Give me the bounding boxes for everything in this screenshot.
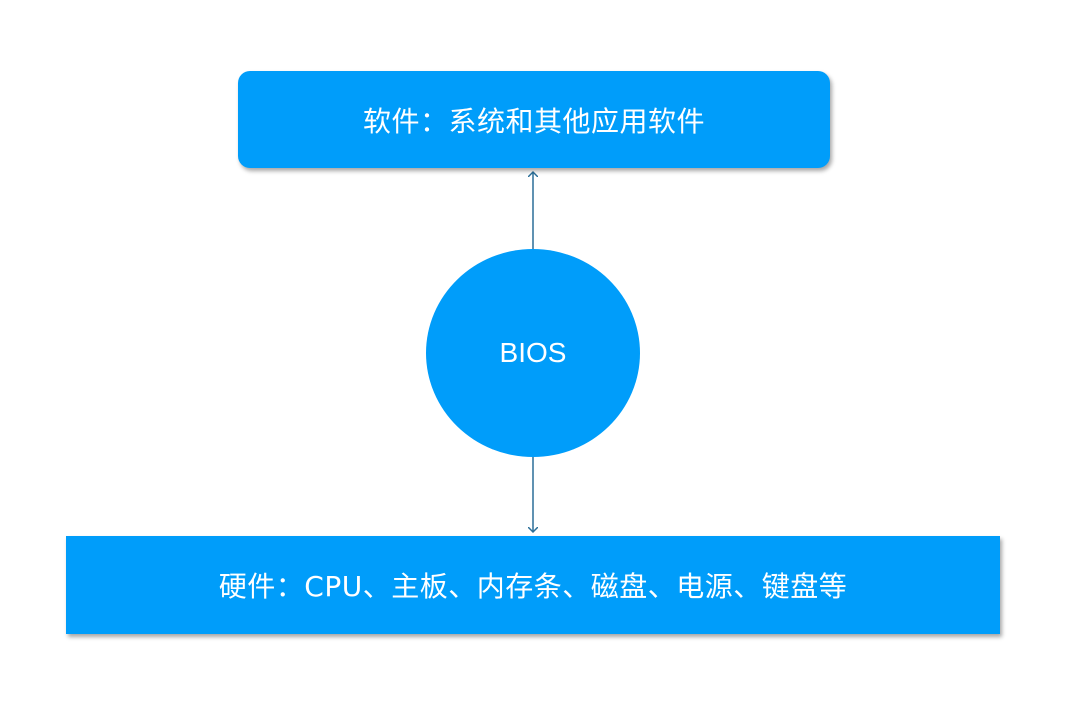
software-box: 软件：系统和其他应用软件	[238, 71, 830, 168]
bios-label: BIOS	[499, 337, 567, 368]
bios-node: BIOS	[426, 249, 640, 457]
software-label: 软件：系统和其他应用软件	[362, 104, 705, 138]
hardware-label: 硬件：CPU、主板、内存条、磁盘、电源、键盘等	[218, 570, 848, 603]
hardware-box: 硬件：CPU、主板、内存条、磁盘、电源、键盘等	[66, 536, 1000, 634]
